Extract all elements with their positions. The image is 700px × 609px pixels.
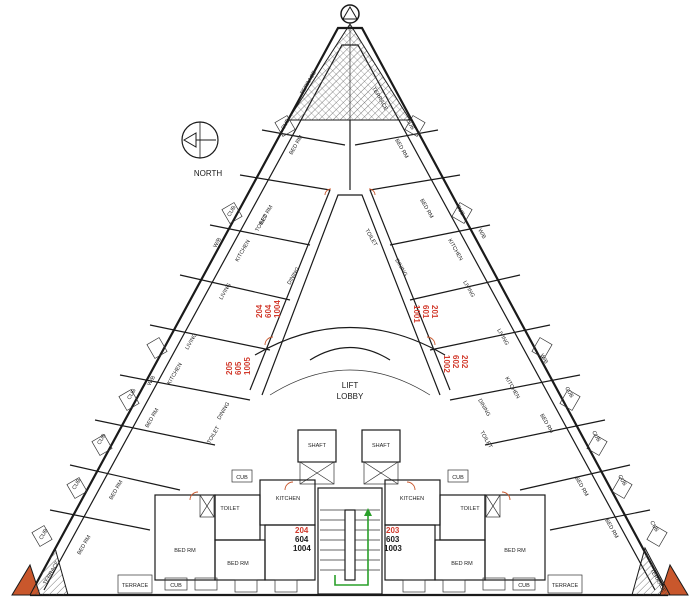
label-cub: CUB bbox=[616, 474, 627, 487]
label-bed-rm: BED RM bbox=[538, 413, 554, 435]
unit-number: 1005 bbox=[243, 357, 252, 375]
left-wing-rooms bbox=[31, 115, 346, 547]
label-cub: CUB bbox=[563, 386, 574, 399]
label-bed-rm: BED RM bbox=[145, 407, 161, 429]
label-kitchen: KITCHEN bbox=[167, 362, 184, 386]
label-cub: CUB bbox=[404, 118, 415, 131]
label-cub: CUB bbox=[227, 205, 238, 218]
label-cub: CUB bbox=[590, 430, 601, 443]
bottom-units bbox=[154, 469, 546, 593]
unit-number: 204 bbox=[295, 526, 309, 535]
unit-numbers-left-upper: 204 604 1004 bbox=[255, 300, 282, 318]
label-cub: CUB bbox=[281, 118, 292, 131]
label-toilet: TOILET bbox=[255, 213, 270, 233]
label-living: LIVING bbox=[495, 328, 509, 347]
unit-numbers-left-lower: 205 605 1005 bbox=[225, 357, 252, 375]
unit-number: 1002 bbox=[442, 355, 451, 373]
label-cub: CUB bbox=[648, 520, 659, 533]
corner-terraces bbox=[11, 546, 689, 596]
unit-numbers-right-upper: 201 601 1001 bbox=[412, 305, 439, 323]
room-labels: BED RM BED RM KITCHEN LIVING DINING LIVI… bbox=[39, 70, 667, 594]
unit-number: 1003 bbox=[384, 544, 402, 553]
label-dining: DINING bbox=[287, 266, 302, 286]
label-cub: CUB bbox=[236, 475, 248, 481]
label-bed-rm: BED RM bbox=[227, 561, 249, 567]
label-living: LIVING bbox=[185, 332, 199, 351]
lift-shafts bbox=[297, 429, 401, 485]
apex-terrace bbox=[287, 4, 411, 121]
label-bed-rm: BED RM bbox=[109, 479, 125, 501]
unit-number: 201 bbox=[430, 305, 439, 319]
unit-number: 202 bbox=[460, 355, 469, 369]
label-cub: CUB bbox=[39, 528, 50, 541]
label-cub: CUB bbox=[127, 388, 138, 401]
label-bed-rm: BED RM bbox=[418, 198, 434, 220]
label-bed-rm: BED RM bbox=[504, 548, 526, 554]
label-dining: DINING bbox=[476, 398, 491, 418]
label-bed-rm: BED RM bbox=[77, 534, 93, 556]
label-cub: CUB bbox=[72, 478, 83, 491]
label-cub: CUB bbox=[518, 583, 530, 589]
unit-number: 203 bbox=[386, 526, 400, 535]
unit-number: 604 bbox=[264, 304, 273, 318]
lift-lobby-label-1: LIFT bbox=[342, 381, 359, 390]
label-dining: DINING bbox=[393, 258, 408, 278]
label-cub: CUB bbox=[170, 583, 182, 589]
door-swings bbox=[189, 188, 511, 501]
label-toilet: TOILET bbox=[207, 425, 222, 445]
label-toilet: TOILET bbox=[220, 506, 240, 512]
label-bed-rm: BED RM bbox=[393, 138, 409, 160]
label-bed-rm: BED RM bbox=[451, 561, 473, 567]
label-kitchen: KITCHEN bbox=[400, 496, 424, 502]
label-wb: W/B bbox=[213, 237, 224, 249]
label-wb: W/B bbox=[147, 375, 158, 387]
label-living: LIVING bbox=[461, 280, 475, 299]
label-toilet: TOILET bbox=[478, 430, 493, 450]
label-kitchen: KITCHEN bbox=[503, 376, 520, 400]
inner-corridor bbox=[249, 120, 451, 396]
label-kitchen: KITCHEN bbox=[276, 496, 300, 502]
label-cub: CUB bbox=[97, 433, 108, 446]
staircase bbox=[317, 487, 383, 595]
lift-lobby-label-2: LOBBY bbox=[337, 392, 364, 401]
lift-lobby: LIFT LOBBY bbox=[254, 327, 446, 401]
label-cub: CUB bbox=[454, 204, 465, 217]
unit-number: 204 bbox=[255, 304, 264, 318]
unit-number: 1004 bbox=[293, 544, 311, 553]
unit-number: 205 bbox=[225, 361, 234, 375]
unit-number: 605 bbox=[234, 361, 243, 375]
label-shaft: SHAFT bbox=[372, 443, 391, 449]
label-dining: DINING bbox=[217, 401, 232, 421]
label-cub: CUB bbox=[452, 475, 464, 481]
label-wb: W/B bbox=[476, 228, 487, 240]
unit-number: 603 bbox=[386, 535, 400, 544]
unit-number: 602 bbox=[451, 355, 460, 369]
label-bed-rm: BED RM bbox=[174, 548, 196, 554]
label-toilet: TOILET bbox=[460, 506, 480, 512]
label-bed-rm: BED RM bbox=[573, 476, 589, 498]
label-living: LIVING bbox=[219, 282, 233, 301]
north-label: NORTH bbox=[194, 169, 223, 178]
label-shaft: SHAFT bbox=[308, 443, 327, 449]
unit-numbers-bottom-left: 204 604 1004 bbox=[293, 526, 311, 553]
label-terrace: TERRACE bbox=[122, 583, 149, 589]
label-wb: W/B bbox=[538, 353, 549, 365]
unit-numbers-bottom-right: 203 603 1003 bbox=[384, 526, 402, 553]
unit-number: 1001 bbox=[412, 305, 421, 323]
unit-number: 601 bbox=[421, 305, 430, 319]
unit-numbers-right-lower: 202 602 1002 bbox=[442, 355, 469, 373]
label-terrace: TERRACE bbox=[552, 583, 579, 589]
right-wing-rooms bbox=[354, 115, 668, 547]
unit-number: 604 bbox=[295, 535, 309, 544]
label-kitchen: KITCHEN bbox=[235, 239, 252, 263]
label-kitchen: KITCHEN bbox=[446, 238, 463, 262]
unit-number: 1004 bbox=[273, 300, 282, 318]
north-indicator: NORTH bbox=[181, 121, 223, 178]
